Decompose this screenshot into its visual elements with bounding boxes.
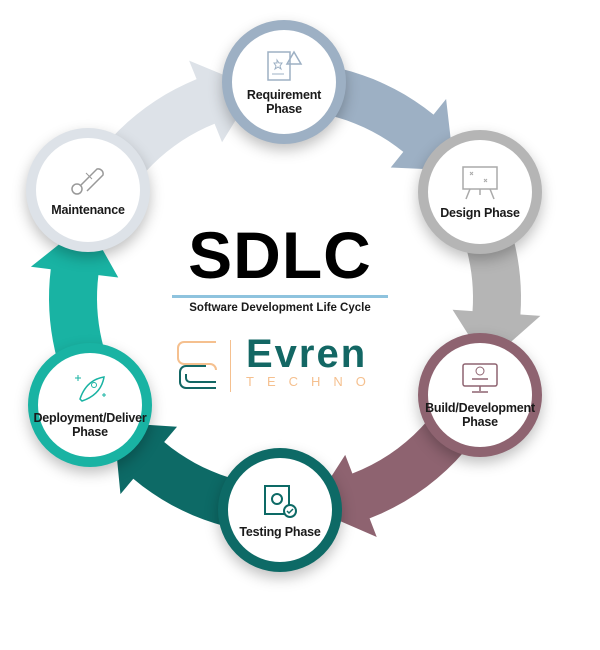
title-divider: [172, 295, 388, 298]
test-clipboard-gear-icon: [264, 484, 297, 518]
node-deployment-deliver-phase: Deployment/Deliver Phase: [28, 343, 152, 467]
node-design-phase: Design Phase: [418, 130, 542, 254]
brand-name: Evren: [246, 332, 368, 376]
logo-divider: [230, 340, 231, 392]
node-build-development-phase: Build/Development Phase: [418, 333, 542, 457]
node-label: Deployment/Deliver Phase: [33, 410, 147, 439]
node-requirement-phase: Requirement Phase: [222, 20, 346, 144]
node-testing-phase: Testing Phase: [218, 448, 342, 572]
sdlc-title: SDLC: [188, 218, 372, 292]
whiteboard-plan-icon: [462, 166, 498, 200]
evren-logo-mark: [177, 341, 217, 389]
brand-tagline: TECHNO: [246, 374, 379, 389]
sdlc-subtitle: Software Development Life Cycle: [189, 302, 371, 314]
node-label: Testing Phase: [239, 524, 321, 539]
node-maintenance: Maintenance: [26, 128, 150, 252]
node-label: Maintenance: [51, 202, 125, 217]
node-label: Design Phase: [440, 205, 520, 220]
rocket-icon: [75, 374, 106, 402]
node-label: Requirement Phase: [246, 87, 322, 116]
wrench-hand-icon: [71, 167, 104, 195]
monitor-code-icon: [462, 362, 498, 393]
requirement-clipboard-icon: [267, 50, 303, 81]
node-label: Build/Development Phase: [425, 400, 535, 429]
